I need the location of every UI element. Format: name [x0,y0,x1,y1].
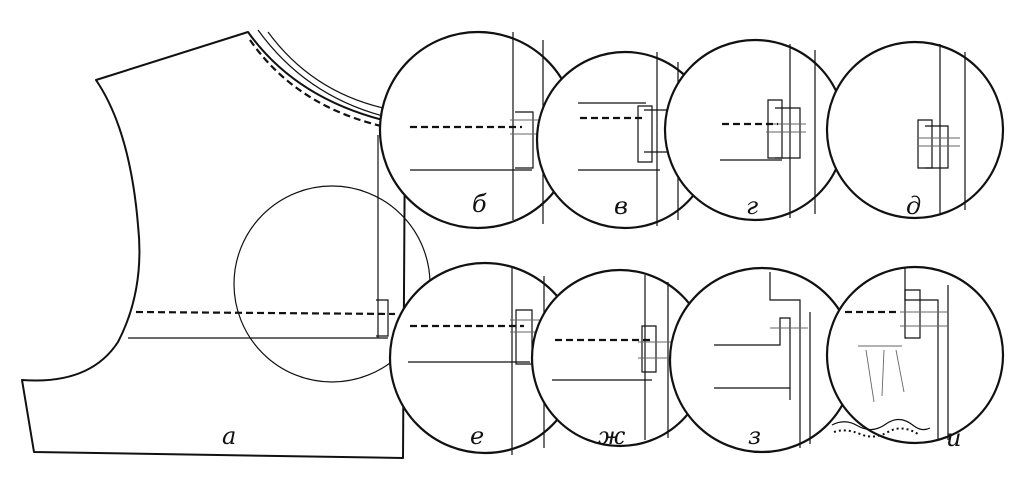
label-d: д [906,192,921,220]
label-v: в [614,192,628,220]
detail-e: е [388,261,582,455]
label-a: а [222,422,236,450]
detail-d: д [825,40,1005,220]
detail-g: г [663,38,847,222]
detail-i: и [825,265,1005,452]
detail-z: з [668,266,856,454]
label-g: г [746,192,758,220]
label-b: б [472,190,487,218]
label-zh: ж [598,422,626,450]
label-z: з [748,422,761,450]
bodice-piece: а [21,29,406,459]
label-i: и [946,424,961,452]
detail-b: б [378,30,578,230]
label-e: е [470,422,484,450]
